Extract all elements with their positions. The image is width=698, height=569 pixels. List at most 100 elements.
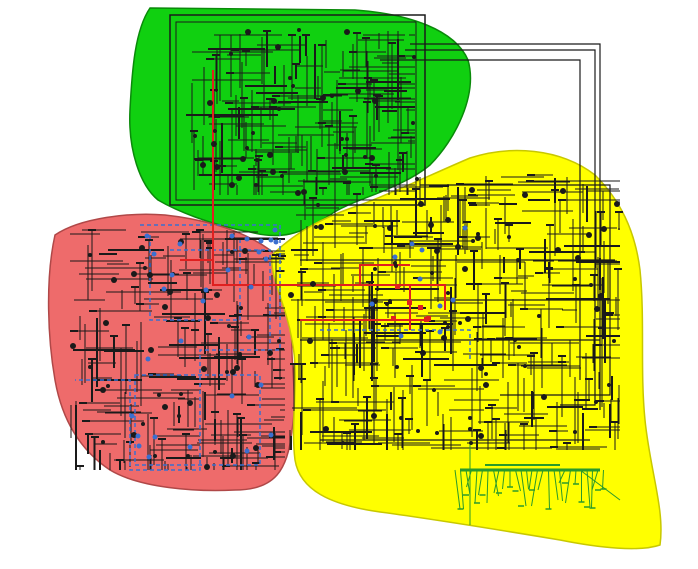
generator-node <box>245 29 251 35</box>
feeder-line <box>537 469 544 491</box>
blue-node <box>462 225 468 231</box>
network-wiring <box>70 14 623 470</box>
generator-node <box>143 266 147 270</box>
blue-node <box>200 298 206 304</box>
generator-node <box>186 454 190 458</box>
blue-node <box>437 329 443 335</box>
generator-node <box>301 189 307 195</box>
tie-node <box>395 284 400 289</box>
generator-node <box>213 129 217 133</box>
feeder-line <box>486 469 489 504</box>
generator-node <box>230 453 236 459</box>
generator-node <box>103 320 109 326</box>
generator-node <box>187 400 193 406</box>
generator-node <box>573 277 577 281</box>
generator-node <box>316 203 320 207</box>
generator-node <box>229 52 233 56</box>
generator-node <box>205 315 211 321</box>
blue-node <box>417 276 423 282</box>
generator-node <box>307 338 313 344</box>
generator-node <box>254 183 258 187</box>
generator-node <box>106 384 110 388</box>
generator-node <box>573 430 577 434</box>
feeder-line <box>548 469 550 510</box>
dashed-boundary <box>320 329 471 360</box>
generator-node <box>240 156 246 162</box>
generator-node <box>420 350 426 356</box>
feeder-line <box>466 469 472 488</box>
generator-node <box>601 226 607 232</box>
generator-node <box>387 225 393 231</box>
generator-node <box>204 464 210 470</box>
generator-node <box>465 316 471 322</box>
generator-node <box>236 175 242 181</box>
blue-node <box>178 338 184 344</box>
green-zone-frame <box>169 14 426 206</box>
generator-node <box>484 372 488 376</box>
generator-node <box>153 454 157 458</box>
generator-node <box>318 224 324 230</box>
generator-node <box>270 169 276 175</box>
generator-node <box>157 393 161 397</box>
generator-node <box>253 445 259 451</box>
generator-node <box>478 365 484 371</box>
feeder-line <box>559 469 563 502</box>
generator-node <box>394 264 398 268</box>
generator-node <box>238 352 242 356</box>
generator-node <box>522 192 528 198</box>
generator-node <box>412 55 416 59</box>
blue-node <box>135 433 141 439</box>
generator-node <box>541 394 547 400</box>
generator-node <box>371 413 377 419</box>
generator-node <box>373 224 377 228</box>
feeder-line <box>526 469 529 490</box>
generator-node <box>167 289 173 295</box>
generator-node <box>342 169 348 175</box>
generator-node <box>291 84 295 88</box>
generator-node <box>372 98 378 104</box>
generator-node <box>355 88 361 94</box>
feeder-line <box>553 469 559 501</box>
generator-node <box>229 182 235 188</box>
generator-node <box>225 370 229 374</box>
tie-node <box>391 316 396 321</box>
blue-node <box>256 249 262 255</box>
blue-node <box>136 443 142 449</box>
generator-node <box>468 427 472 431</box>
generator-node <box>310 281 316 287</box>
generator-node <box>314 225 318 229</box>
generator-node <box>589 283 593 287</box>
generator-node <box>230 250 234 254</box>
generator-node <box>575 255 581 261</box>
feeder-line <box>460 469 464 510</box>
generator-node <box>245 146 249 150</box>
generator-node <box>614 201 620 207</box>
generator-node <box>207 100 213 106</box>
generator-node <box>469 441 473 445</box>
transmission-loop <box>380 59 581 380</box>
generator-node <box>374 174 378 178</box>
blue-node <box>398 333 404 339</box>
generator-node <box>330 94 334 98</box>
generator-node <box>162 404 168 410</box>
generator-node <box>211 141 217 147</box>
blue-node <box>409 241 415 247</box>
feeder-line <box>502 469 505 490</box>
blue-node <box>246 334 252 340</box>
generator-node <box>100 387 106 393</box>
feeder-line <box>531 469 538 507</box>
generator-node <box>201 366 207 372</box>
generator-node <box>416 429 420 433</box>
generator-node <box>445 217 451 223</box>
dashed-boundary <box>75 224 281 471</box>
generator-node <box>242 248 248 254</box>
generator-node <box>586 232 592 238</box>
generator-node <box>234 365 240 371</box>
generator-node <box>475 235 481 241</box>
generator-node <box>478 433 484 439</box>
blue-node <box>450 297 456 303</box>
generator-node <box>607 383 611 387</box>
generator-node <box>399 416 403 420</box>
generator-node <box>139 245 145 251</box>
blue-node <box>129 413 135 419</box>
